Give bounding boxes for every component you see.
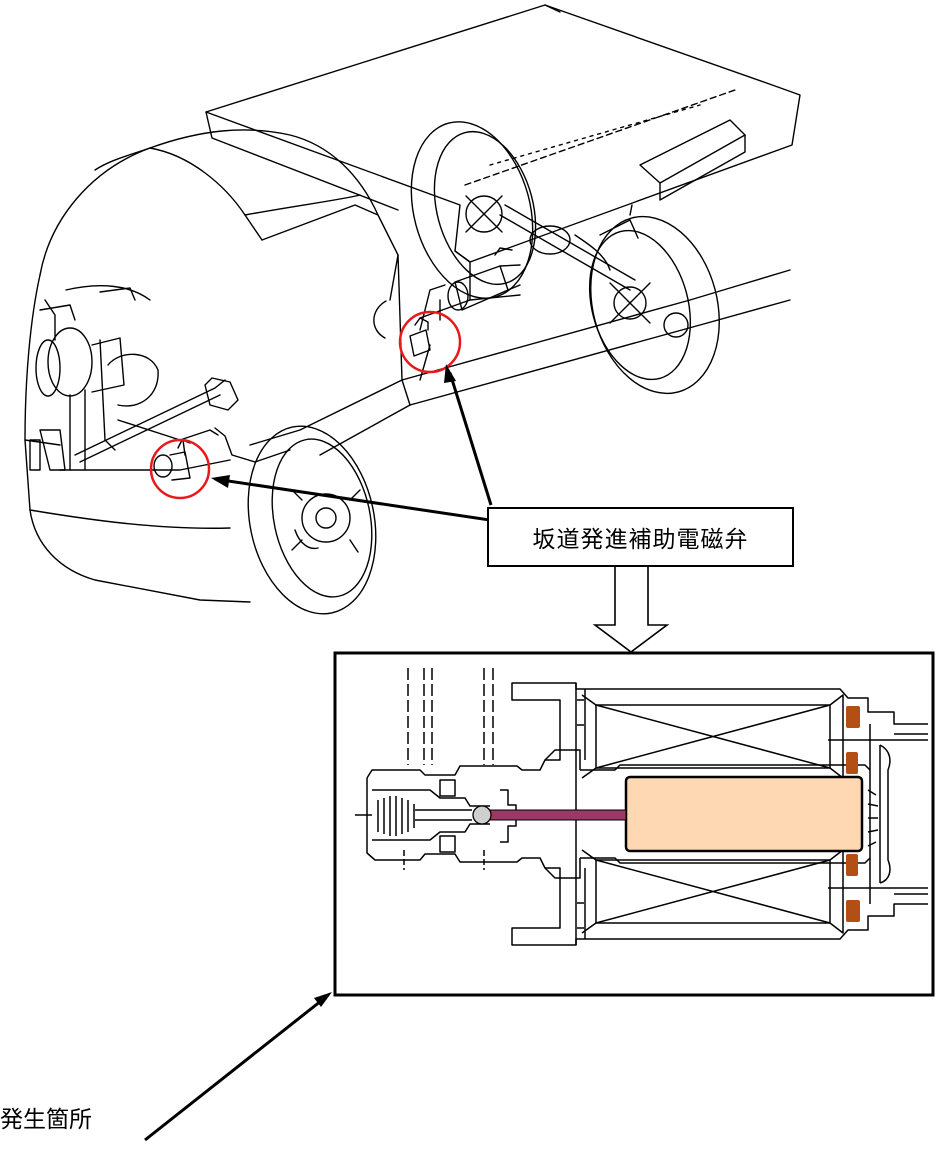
pointer-arrow-front — [214, 477, 524, 527]
hollow-down-arrow-icon — [592, 563, 670, 653]
terminal-insulator-bottom — [846, 900, 860, 922]
rear-wheel-left — [410, 121, 537, 299]
terminal-insulator-top — [846, 706, 860, 728]
cross-section-detail — [333, 651, 935, 997]
pointer-arrowheads — [211, 364, 456, 1007]
highlight-markers — [149, 310, 462, 500]
push-rod — [487, 809, 627, 821]
cab — [24, 129, 411, 603]
arrowhead-rear — [444, 364, 456, 383]
pointer-arrow-rear — [448, 372, 493, 506]
coil-upper — [581, 694, 844, 779]
check-ball — [472, 805, 492, 825]
parking-actuator — [439, 247, 521, 321]
rear-axle — [499, 204, 639, 291]
pointer-arrow-detail — [144, 995, 327, 1142]
valve-cross-section — [355, 668, 928, 946]
cargo-bed — [205, 4, 801, 263]
terminal-insulator-mid-lower — [846, 854, 858, 876]
front-valve-highlight-circle — [149, 438, 211, 500]
pointer-arrows — [144, 372, 524, 1142]
flange — [575, 683, 586, 945]
colored-components — [472, 706, 864, 922]
front-wheel — [247, 425, 377, 615]
occurrence-location-label: 発生箇所 — [0, 1107, 92, 1133]
arrowhead-detail — [314, 992, 332, 1007]
brake-booster — [35, 285, 151, 397]
plunger-sleeve — [580, 764, 871, 864]
brake-lines — [74, 284, 446, 463]
rear-solenoid-valve-drawing — [409, 317, 431, 357]
plunger — [624, 775, 864, 853]
rear-wheel-right — [588, 215, 720, 395]
terminal-insulator-mid-upper — [846, 752, 858, 774]
valve-body — [355, 682, 585, 946]
truck-illustration — [24, 4, 801, 615]
rear-valve-highlight-circle — [398, 310, 462, 374]
arrowhead-front — [211, 475, 230, 488]
chassis-frame — [249, 250, 791, 456]
front-solenoid-valve-drawing — [153, 439, 191, 481]
coil-lower — [581, 849, 844, 934]
solenoid-housing — [585, 688, 928, 940]
solenoid-valve-callout-label: 坂道発進補助電磁弁 — [487, 507, 794, 567]
